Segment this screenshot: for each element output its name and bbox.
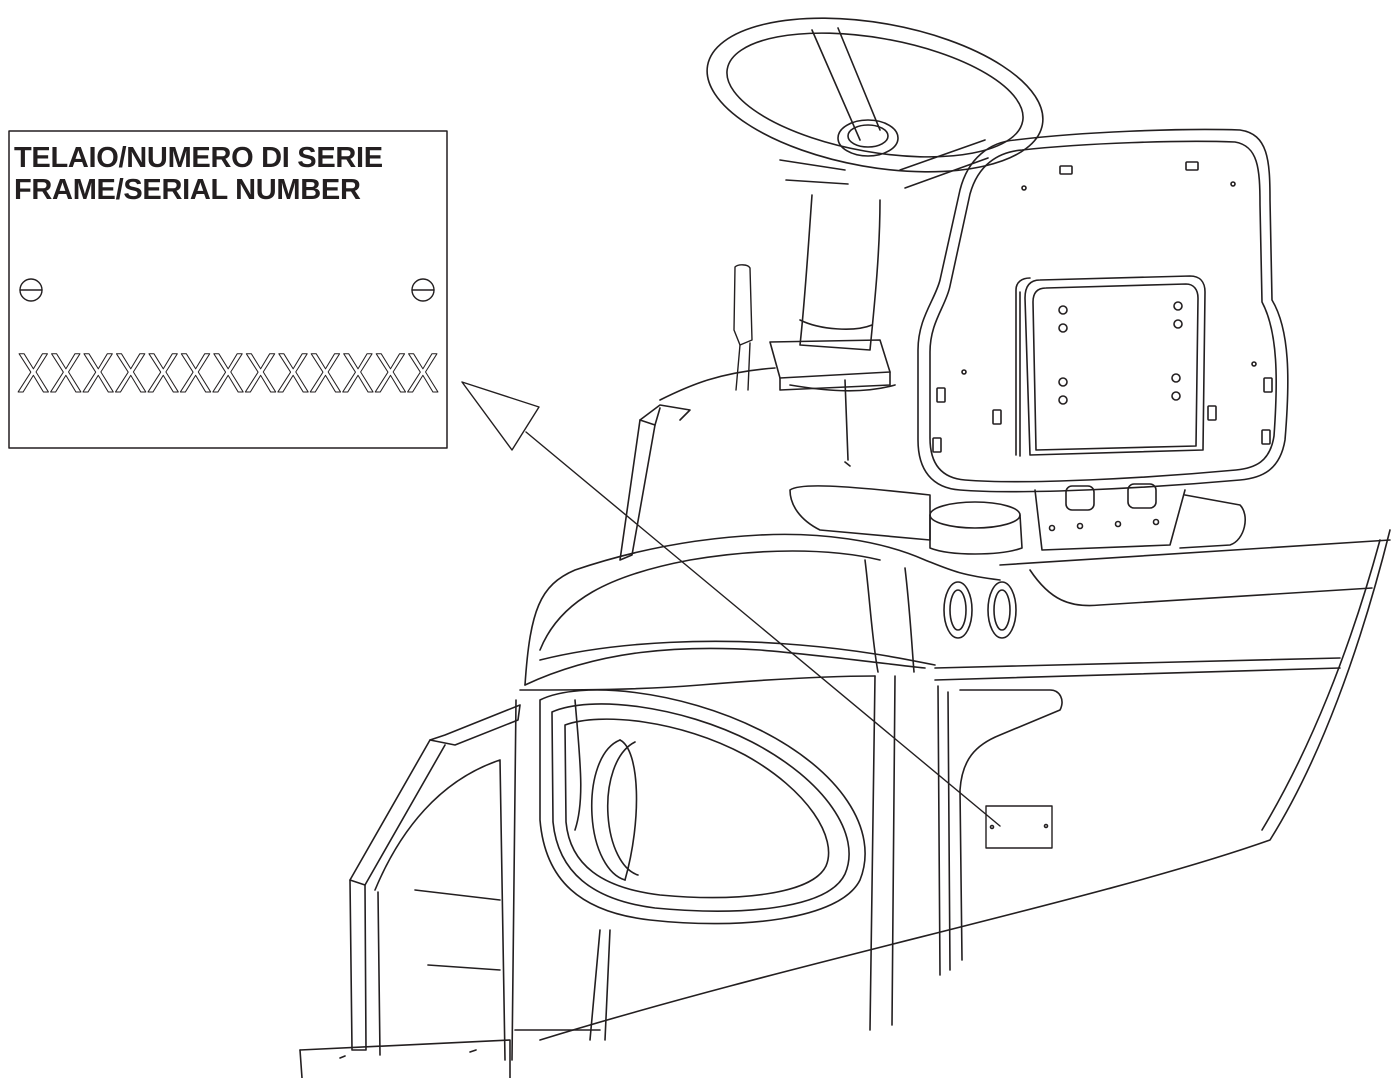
machine-serial-plate [985, 805, 1053, 849]
title-italian: TELAIO/NUMERO DI SERIE [14, 142, 383, 174]
serial-placeholder: XXXXXXXXXXXXX [17, 341, 439, 404]
arrowhead-icon [461, 381, 540, 451]
serial-plate-title: TELAIO/NUMERO DI SERIE FRAME/SERIAL NUMB… [14, 142, 448, 206]
machine-body [299, 461, 1391, 1078]
right-screw-icon [411, 278, 435, 302]
title-english: FRAME/SERIAL NUMBER [14, 174, 361, 206]
serial-plate-detail: XXXXXXXXXXXXX [8, 130, 448, 449]
dash-cover [619, 367, 1246, 561]
control-lever [733, 264, 753, 391]
seat-back [917, 128, 1289, 551]
steering-wheel [706, 17, 1044, 391]
serial-plate-border [8, 130, 448, 449]
left-screw-icon [19, 278, 43, 302]
leader-arrow [461, 381, 1001, 827]
